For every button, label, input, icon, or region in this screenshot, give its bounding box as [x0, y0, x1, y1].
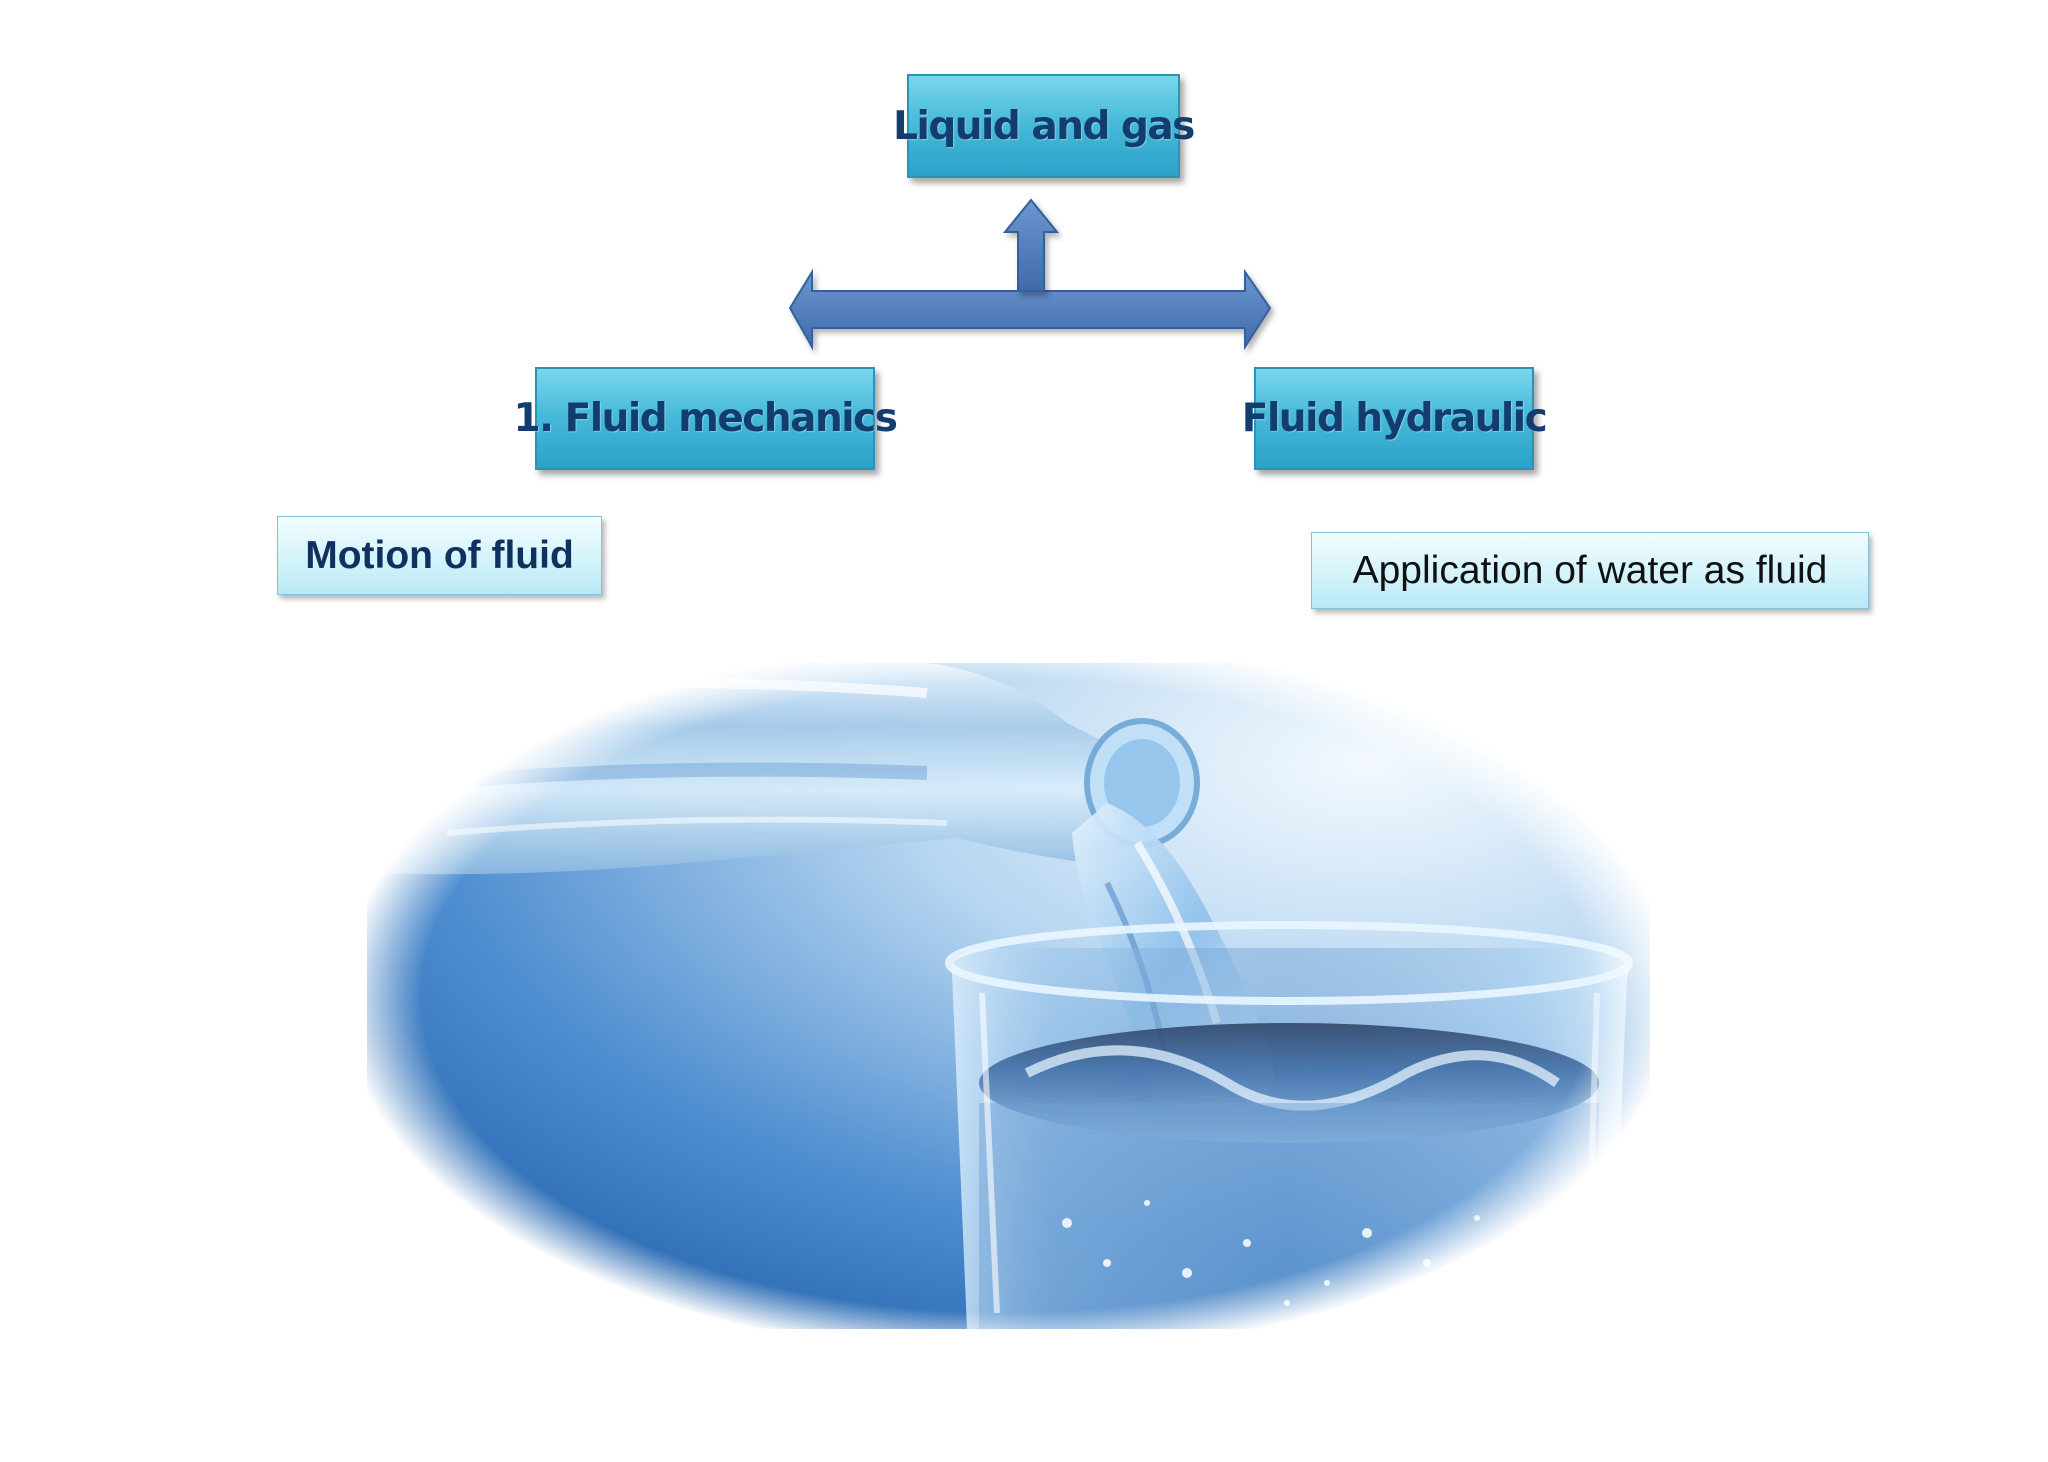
label-right-text: Application of water as fluid: [1352, 548, 1828, 592]
label-left-text: Motion of fluid: [305, 533, 574, 577]
node-top-label: Liquid and gas: [893, 103, 1195, 149]
label-application-of-water: Application of water as fluid: [1311, 532, 1869, 609]
node-fluid-hydraulic: Fluid hydraulic: [1242, 367, 1548, 470]
node-right-label: Fluid hydraulic: [1241, 396, 1548, 441]
label-motion-of-fluid: Motion of fluid: [277, 516, 602, 595]
double-arrow-horizontal: [788, 268, 1272, 351]
node-fluid-mechanics: 1. Fluid mechanics: [514, 367, 898, 470]
water-pour-photo: [367, 663, 1650, 1329]
node-liquid-and-gas: Liquid and gas: [893, 74, 1195, 178]
arrow-up-to-top-node: [1002, 198, 1060, 292]
node-left-label: 1. Fluid mechanics: [513, 396, 898, 441]
